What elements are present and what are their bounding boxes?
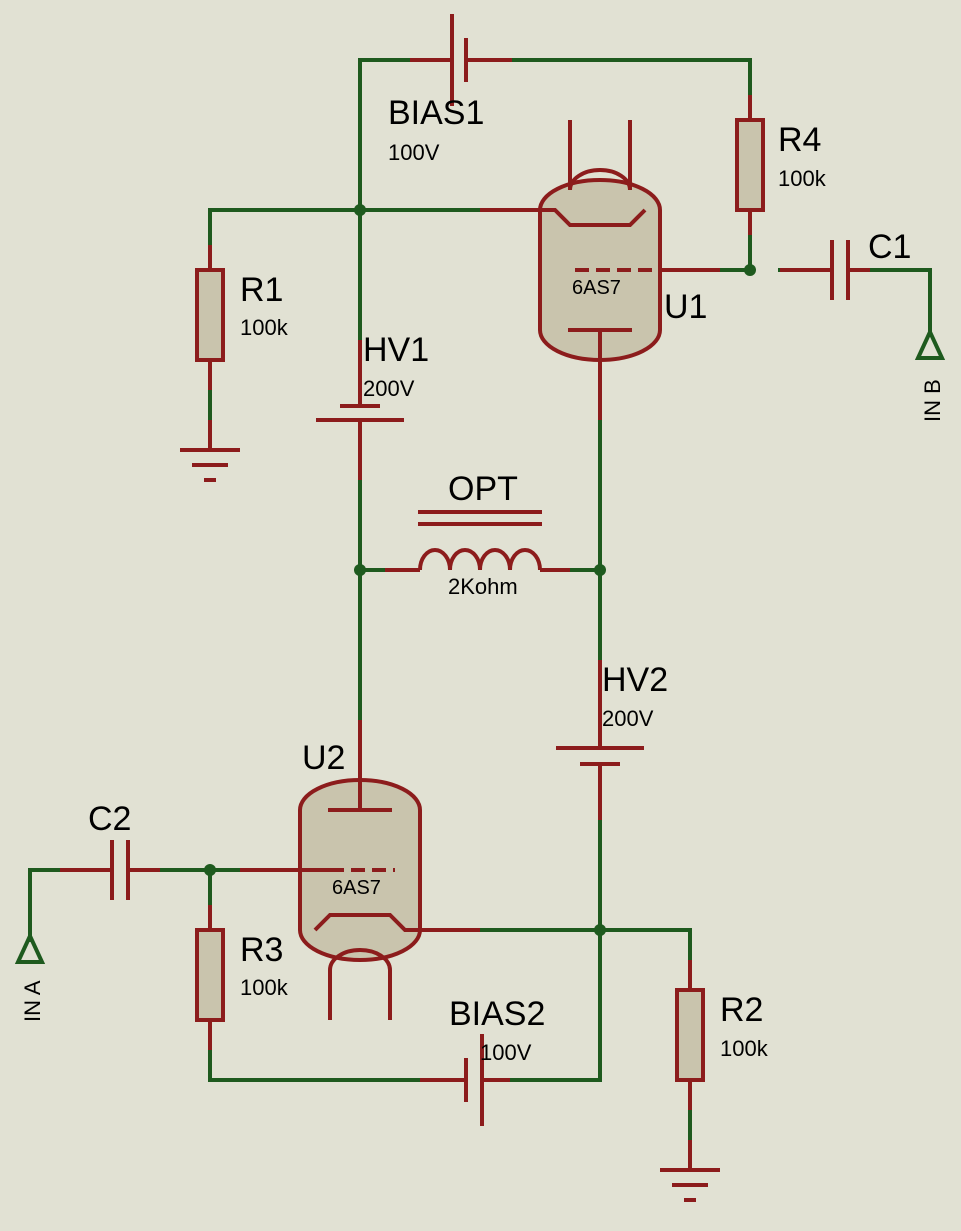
bias1-battery <box>410 14 512 106</box>
in-b-terminal-symbol <box>914 327 946 360</box>
r3-resistor <box>195 905 225 1050</box>
r4-ref: R4 <box>778 121 821 159</box>
hv2-battery <box>556 660 644 820</box>
hv2-value: 200V <box>602 706 654 731</box>
r2-resistor <box>675 960 705 1110</box>
in-b-label: IN B <box>920 379 945 422</box>
r2-value: 100k <box>720 1036 769 1061</box>
junction-dot <box>204 864 216 876</box>
r3-value: 100k <box>240 975 289 1000</box>
r3-ref: R3 <box>240 931 283 969</box>
junction-dot <box>594 564 606 576</box>
wires <box>28 58 932 1142</box>
ground-symbol <box>660 1140 720 1202</box>
bias2-battery <box>420 1034 510 1126</box>
bias1-value: 100V <box>388 140 440 165</box>
bias1-ref: BIAS1 <box>388 94 484 132</box>
c2-capacitor <box>60 840 160 900</box>
bias2-value: 100V <box>480 1040 532 1065</box>
bias2-ref: BIAS2 <box>449 995 545 1033</box>
u2-tube <box>240 720 480 1020</box>
c1-ref: C1 <box>868 228 911 266</box>
c2-ref: C2 <box>88 800 131 838</box>
r1-value: 100k <box>240 315 289 340</box>
r2-ref: R2 <box>720 991 763 1029</box>
r1-resistor <box>195 245 225 390</box>
opt-value: 2Kohm <box>448 574 518 599</box>
hv1-value: 200V <box>363 376 415 401</box>
r4-resistor <box>735 95 765 235</box>
in-a-label: IN A <box>20 980 45 1022</box>
junctions <box>204 204 756 936</box>
hv1-ref: HV1 <box>363 331 429 369</box>
u1-type: 6AS7 <box>572 277 621 299</box>
junction-dot <box>744 264 756 276</box>
opt-ref: OPT <box>448 470 518 508</box>
r4-value: 100k <box>778 166 827 191</box>
ground-symbol <box>180 420 240 482</box>
opt-inductor <box>385 510 570 572</box>
u2-ref: U2 <box>302 739 345 777</box>
r1-ref: R1 <box>240 271 283 309</box>
junction-dot <box>354 204 366 216</box>
u1-ref: U1 <box>664 288 707 326</box>
c1-capacitor <box>780 240 870 300</box>
u2-type: 6AS7 <box>332 877 381 899</box>
junction-dot <box>594 924 606 936</box>
hv1-battery <box>316 340 404 480</box>
in-a-terminal-symbol <box>14 931 46 964</box>
hv2-ref: HV2 <box>602 661 668 699</box>
u1-tube <box>480 120 720 420</box>
junction-dot <box>354 564 366 576</box>
